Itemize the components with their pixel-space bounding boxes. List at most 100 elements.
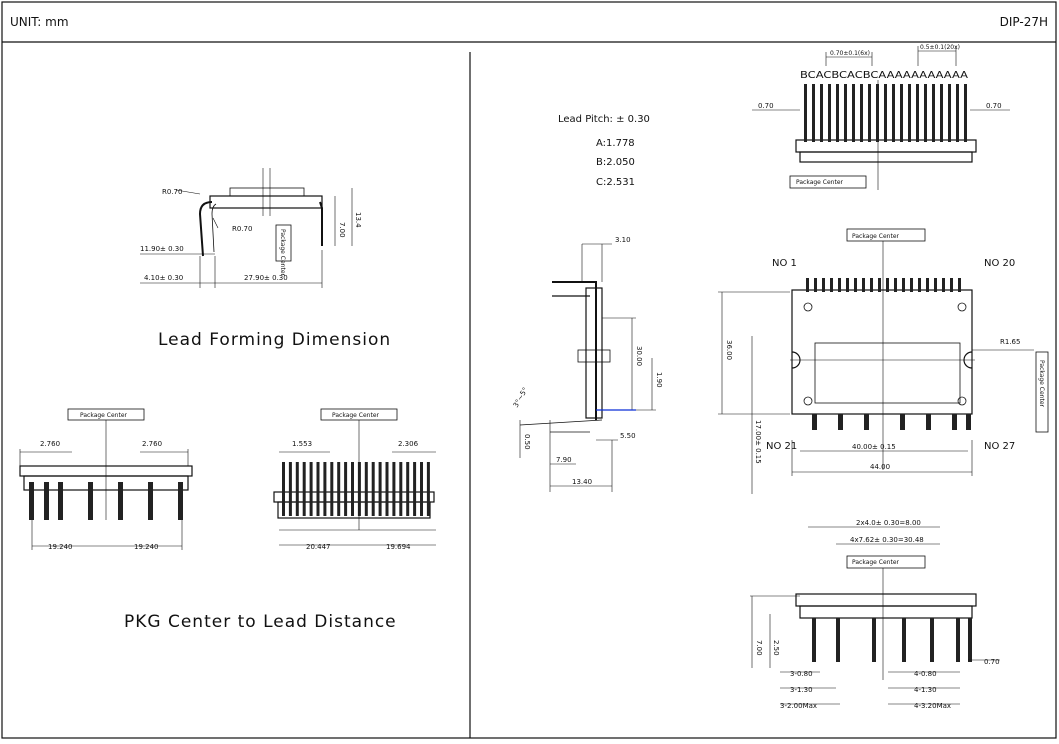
- side-d790: 7.90: [556, 456, 572, 464]
- top-package-center: Package Center: [796, 179, 844, 186]
- top-dim-a: 0.70±0.1(6x): [830, 50, 870, 57]
- side-d190: 1.90: [655, 372, 663, 388]
- lead-pin: [894, 278, 897, 292]
- lead-pin: [836, 618, 840, 662]
- lead-pin: [812, 414, 817, 430]
- side-d310: 3.10: [615, 236, 631, 244]
- bot-d250: 2.50: [772, 640, 780, 656]
- lead-pin: [950, 278, 953, 292]
- lead-pin: [846, 278, 849, 292]
- lead-pin: [968, 618, 972, 662]
- lead-pitch-title: Lead Pitch: ± 0.30: [558, 114, 650, 125]
- lead-pin: [878, 278, 881, 292]
- main-radius: R1.65: [1000, 338, 1020, 346]
- lf-h1340: 13.4: [354, 212, 362, 228]
- lead-pin: [812, 618, 816, 662]
- bot-package-center: Package Center: [852, 559, 900, 566]
- bot-d070: 0.70: [984, 658, 1000, 666]
- lead-pin: [822, 278, 825, 292]
- lead-pin: [900, 414, 905, 430]
- lead-pin: [958, 278, 961, 292]
- lead-pin: [282, 462, 285, 516]
- bot-d700: 7.00: [755, 640, 763, 656]
- bottom-view-figure: [750, 526, 1000, 705]
- bot-r-a: 4-0.80: [914, 670, 937, 678]
- lead-pin: [952, 414, 957, 430]
- main-view-figure: [718, 228, 1049, 494]
- lead-pin: [413, 462, 417, 516]
- lead-pin: [932, 84, 935, 142]
- lead-pin: [426, 462, 430, 516]
- bot-r-c: 4-3.20Max: [914, 702, 951, 710]
- main-no21: NO 21: [766, 441, 797, 452]
- lead-pin: [956, 618, 960, 662]
- lead-pin: [357, 462, 361, 516]
- lead-pin: [830, 278, 833, 292]
- lead-pin: [868, 84, 871, 142]
- bot-l-c: 3-2.00Max: [780, 702, 817, 710]
- lead-pin: [852, 84, 855, 142]
- lead-pin: [330, 462, 334, 516]
- pkg-center-title: PKG Center to Lead Distance: [124, 612, 397, 632]
- main-package-center-side: Package Center: [1038, 360, 1045, 408]
- top-view-figure: [752, 46, 1010, 190]
- bot-r-b: 4-1.30: [914, 686, 937, 694]
- lead-pin: [316, 462, 320, 516]
- lead-pin: [836, 84, 839, 142]
- lead-pin: [378, 462, 382, 516]
- lf-w410: 4.10± 0.30: [144, 274, 183, 282]
- pkgl-right-pitch: 2.760: [142, 440, 162, 448]
- lead-pin: [884, 84, 887, 142]
- side-d550: 5.50: [620, 432, 636, 440]
- lead-pin: [351, 462, 354, 516]
- lead-pin: [902, 618, 906, 662]
- lead-pin: [870, 278, 873, 292]
- lead-pin: [930, 618, 934, 662]
- lead-pin: [812, 84, 815, 142]
- lead-pitch-b: B:2.050: [596, 157, 635, 168]
- bot-l-b: 3-1.30: [790, 686, 813, 694]
- lead-pin: [295, 462, 299, 516]
- lead-pin: [886, 278, 889, 292]
- lead-pin: [956, 84, 959, 142]
- lead-pin: [814, 278, 817, 292]
- main-no27: NO 27: [984, 441, 1015, 452]
- lead-pin: [940, 84, 943, 142]
- lead-pin: [864, 414, 869, 430]
- pkgl-package-center: Package Center: [80, 412, 128, 419]
- package-code: DIP-27H: [1000, 15, 1048, 29]
- pkgr-right-pitch: 2.306: [398, 440, 419, 448]
- pkgr-package-center: Package Center: [332, 412, 380, 419]
- lead-pin: [872, 618, 876, 662]
- lf-package-center: Package Center: [279, 229, 286, 277]
- lead-pin: [926, 278, 929, 292]
- lead-pin: [910, 278, 913, 292]
- lead-pin: [918, 278, 921, 292]
- lead-pin: [420, 462, 423, 516]
- lead-pin: [876, 84, 879, 142]
- pkg-center-right-figure: [273, 408, 436, 546]
- top-dim-b: 0.5±0.1(20x): [920, 44, 960, 51]
- lf-r070-outer: R0.70: [162, 188, 182, 196]
- lead-pin: [392, 462, 396, 516]
- lead-forming-figure: [140, 168, 353, 288]
- lead-pin: [854, 278, 857, 292]
- right-pins: [282, 462, 430, 516]
- lead-pin: [288, 462, 292, 516]
- lf-w1190: 11.90± 0.30: [140, 245, 184, 253]
- lead-pin: [820, 84, 823, 142]
- lf-w2790: 27.90± 0.30: [244, 274, 288, 282]
- lead-pin: [902, 278, 905, 292]
- lead-pin: [323, 462, 327, 516]
- side-d3000: 30.00: [635, 346, 643, 366]
- side-d050: 0.50: [523, 434, 531, 450]
- left-pins: [29, 482, 183, 520]
- top-pin-letters: BCACBCACBCAAAAAAAAAAA: [800, 70, 968, 81]
- top-right-070: 0.70: [986, 102, 1002, 110]
- lf-r070-inner: R0.70: [232, 225, 252, 233]
- bot-l-a: 3-0.80: [790, 670, 813, 678]
- lead-pin: [838, 278, 841, 292]
- bot-dim-top1: 2x4.0± 0.30=8.00: [856, 519, 921, 527]
